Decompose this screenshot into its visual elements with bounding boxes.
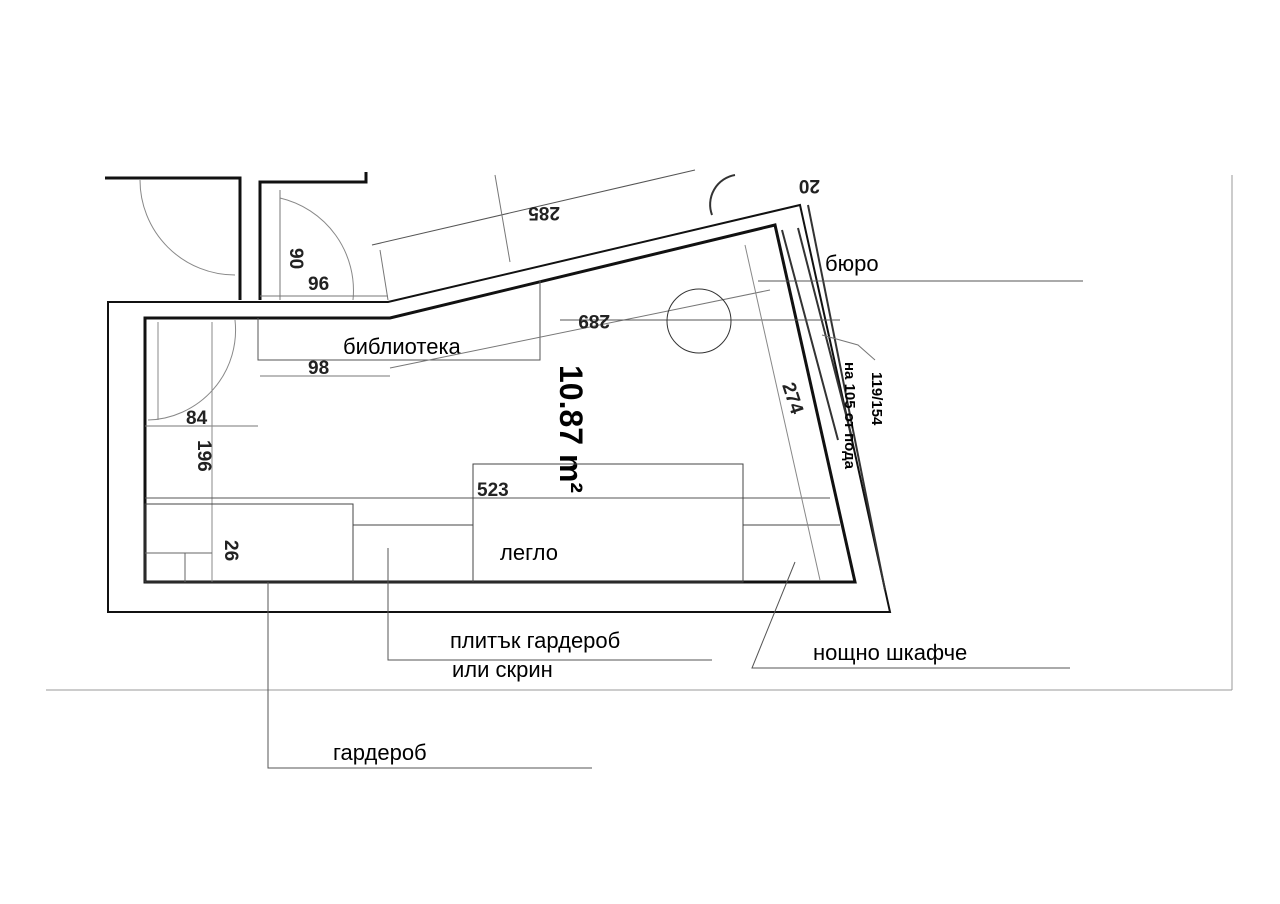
door-arc-closet	[279, 197, 354, 301]
lamp-circle	[666, 288, 732, 354]
dimension-96: 96	[308, 274, 329, 295]
dimension-523: 523	[477, 480, 509, 501]
wardrobe	[144, 503, 354, 583]
dimension-84: 84	[186, 408, 208, 429]
dimension-98: 98	[308, 358, 329, 379]
dimension-26: 26	[220, 540, 241, 561]
label-bed: легло	[500, 540, 558, 565]
dimension-289: 289	[578, 310, 610, 331]
room-area: 10.87 m²	[553, 365, 589, 493]
window-size-note: 119/154	[868, 372, 885, 426]
dimension-285: 285	[528, 202, 560, 223]
door-arc-top	[139, 179, 236, 276]
label-wardrobe: гардероб	[333, 740, 427, 765]
dimension-20: 20	[799, 175, 820, 196]
dimension-90: 90	[285, 248, 306, 269]
label-shallow-wardrobe-line1: плитък гардероб	[450, 628, 620, 653]
dimension-196: 196	[193, 440, 214, 472]
window-height-note: на 105 от пода	[841, 362, 858, 470]
label-shallow-wardrobe-line2: или скрин	[452, 657, 553, 682]
label-bookcase: библиотека	[343, 334, 462, 359]
dimension-274: 274	[777, 380, 807, 417]
wall-closet	[258, 172, 368, 300]
bed	[472, 463, 744, 583]
label-nightstand: нощно шкафче	[813, 640, 967, 665]
wall-top-left	[105, 176, 242, 300]
label-desk: бюро	[825, 251, 879, 276]
shallow-wardrobe	[352, 524, 474, 583]
room-outline	[143, 223, 857, 584]
